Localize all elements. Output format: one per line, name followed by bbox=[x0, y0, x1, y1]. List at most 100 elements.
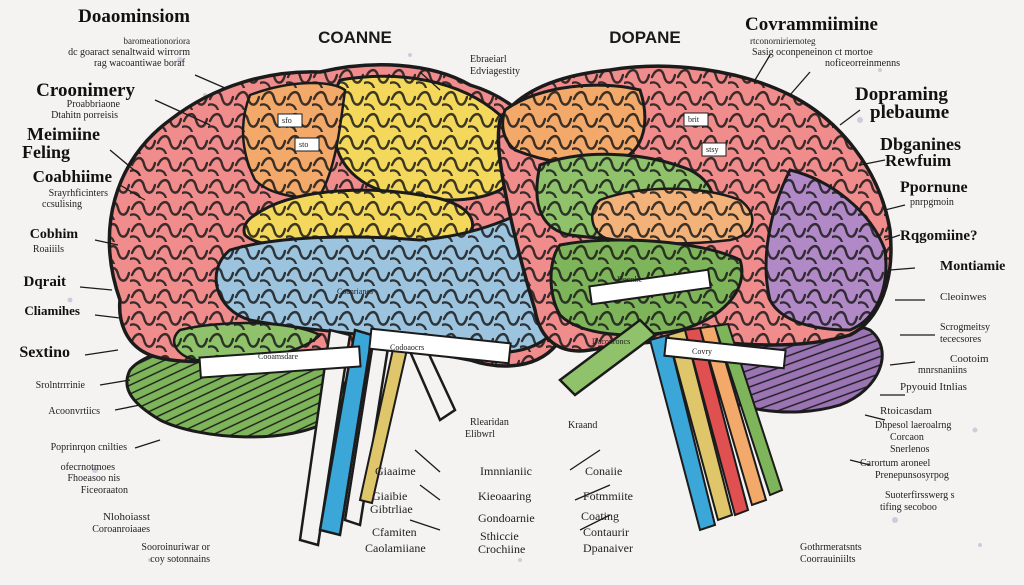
center-label: Contaurir bbox=[583, 525, 629, 539]
left-label: dc goaract senaltwaid wirrorm bbox=[68, 47, 190, 58]
left-label: coy sotonnains bbox=[150, 554, 210, 565]
right-brain bbox=[496, 64, 893, 532]
right-label: Ppornune bbox=[900, 179, 968, 196]
right-label: Dbganines bbox=[880, 134, 961, 154]
left-label: Dtahitn porreisis bbox=[51, 110, 118, 121]
center-label: Giaaime bbox=[375, 464, 416, 478]
brain-tag-label: stsy bbox=[706, 145, 718, 154]
center-label: Fotmmiite bbox=[583, 489, 633, 503]
left-label: Ficeoraaton bbox=[81, 485, 128, 496]
brain-tag-label: brit bbox=[688, 115, 700, 124]
right-label: Corcaon bbox=[890, 432, 924, 443]
left-label: Cliamihes bbox=[24, 303, 80, 318]
center-label: Crochiine bbox=[478, 542, 525, 556]
left-label: Poprinrqon cnilties bbox=[51, 442, 127, 453]
right-label: Cootoim bbox=[950, 353, 989, 365]
right-brainstem bbox=[558, 318, 784, 532]
right-label: Sasig oconpeneinon ct mortoe bbox=[752, 47, 873, 58]
left-brainstem bbox=[298, 328, 457, 547]
brain-tags: sfo sto brit stsyCoanrianesCodoaocrsCooamsd… bbox=[258, 112, 727, 361]
left-label: Acoonvrtiics bbox=[48, 406, 100, 417]
center-label: Conaiie bbox=[585, 464, 622, 478]
left-label: Sooroinuriwar or bbox=[141, 542, 210, 553]
right-label: Covrammiimine bbox=[745, 14, 878, 35]
right-label: plebaume bbox=[870, 102, 949, 123]
center-label: Coating bbox=[581, 509, 619, 523]
right-label: Rtoicasdam bbox=[880, 405, 932, 417]
leader-lines bbox=[79, 54, 935, 531]
brain-tag-label: Covry bbox=[692, 347, 712, 356]
left-label: Feling bbox=[22, 142, 70, 162]
right-label: Coorrauiniilts bbox=[800, 554, 856, 565]
center-label: Kraand bbox=[568, 420, 597, 431]
right-label: Snerlenos bbox=[890, 444, 930, 455]
right-label: Rewfuim bbox=[885, 151, 951, 170]
brain-tag-box bbox=[294, 137, 320, 152]
left-label: Coroanroiaaes bbox=[92, 524, 150, 535]
center-label: Kieoaaring bbox=[478, 489, 531, 503]
right-label: noficeorreinmenns bbox=[825, 58, 900, 69]
left-label: Dqrait bbox=[24, 274, 67, 290]
left-label: Srayrhficinters bbox=[49, 188, 109, 199]
brain-tag-label: Codoaocrs bbox=[390, 343, 424, 352]
heading-coanne: COANNE bbox=[318, 28, 392, 47]
right-label: Dopraming bbox=[855, 84, 948, 105]
right-label: Rqgomiine? bbox=[900, 228, 978, 244]
center-label: Rlearidan bbox=[470, 417, 509, 428]
center-label: Dpanaiver bbox=[583, 541, 633, 555]
brain-tag-label: sto bbox=[299, 140, 308, 149]
center-label: Gibtrliae bbox=[370, 502, 413, 516]
right-label: rtconorniriernoteg bbox=[750, 36, 816, 46]
center-label: Imnnianiic bbox=[480, 464, 532, 478]
left-label: ccsulising bbox=[42, 199, 82, 210]
brain-tag-box bbox=[683, 112, 709, 127]
right-label: Dhpesol laeroalrng bbox=[875, 420, 951, 431]
right-label: Carortum aroneel bbox=[860, 458, 930, 469]
left-label: Doaominsiom bbox=[78, 6, 190, 27]
right-label: tececsores bbox=[940, 334, 981, 345]
left-label: ofecrnotmoes bbox=[61, 462, 116, 473]
left-label: Nlohoiasst bbox=[103, 511, 150, 523]
left-label: Srolntrrrinie bbox=[36, 380, 86, 391]
brain-tag-label: Doonbe bbox=[617, 275, 643, 284]
left-label: Coabhiime bbox=[33, 167, 113, 186]
left-brain bbox=[107, 63, 578, 547]
right-label: mnrsnaniins bbox=[918, 365, 967, 376]
center-label: Elibwrl bbox=[465, 429, 495, 440]
labels-layer: COANNE DOPANE Doaominsiom baromeationoriora… bbox=[19, 6, 1005, 565]
left-label: Roaiiils bbox=[33, 244, 64, 255]
brain-tag-label: Cooamsdare bbox=[258, 352, 298, 361]
center-label: Giaibie bbox=[372, 489, 407, 503]
left-label: Sextino bbox=[19, 344, 70, 361]
right-label: pnrpgmoin bbox=[910, 197, 954, 208]
brain-tag-label: sfo bbox=[282, 116, 292, 125]
center-label: Gondoarnie bbox=[478, 511, 535, 525]
decorative-splatter bbox=[67, 53, 982, 562]
right-label: Montiamie bbox=[940, 259, 1005, 274]
left-label: Croonimery bbox=[36, 80, 135, 101]
center-label: Cfamiten bbox=[372, 525, 417, 539]
right-label: Ppyouid Itnlias bbox=[900, 381, 967, 393]
brain-tag-box bbox=[277, 113, 303, 128]
center-label: Edviagestity bbox=[470, 66, 520, 77]
left-label: rag wacoantiwae boraf bbox=[94, 58, 186, 69]
heading-dopane: DOPANE bbox=[609, 28, 680, 47]
left-label: baromeationoriora bbox=[124, 36, 190, 46]
right-label: Cleoinwes bbox=[940, 291, 986, 303]
right-label: tifing secoboo bbox=[880, 502, 937, 513]
right-label: Suoterfirsswerg s bbox=[885, 490, 955, 501]
left-label: Meimiine bbox=[27, 124, 100, 144]
left-label: Cobhim bbox=[30, 227, 79, 242]
left-label: Proabbriaone bbox=[67, 99, 121, 110]
brain-tag-label: Coanrianes bbox=[337, 287, 373, 296]
brain-tag-label: Daconroncs bbox=[592, 337, 630, 346]
right-label: Gothrmeratsnts bbox=[800, 542, 862, 553]
center-label: Ebraeiarl bbox=[470, 54, 507, 65]
brain-tag-box bbox=[701, 142, 727, 157]
right-label: Prenepunsosyrpog bbox=[875, 470, 949, 481]
center-label: Sthiccie bbox=[480, 529, 519, 543]
right-label: Scrogmeitsy bbox=[940, 322, 990, 333]
center-label: Caolamiiane bbox=[365, 541, 426, 555]
